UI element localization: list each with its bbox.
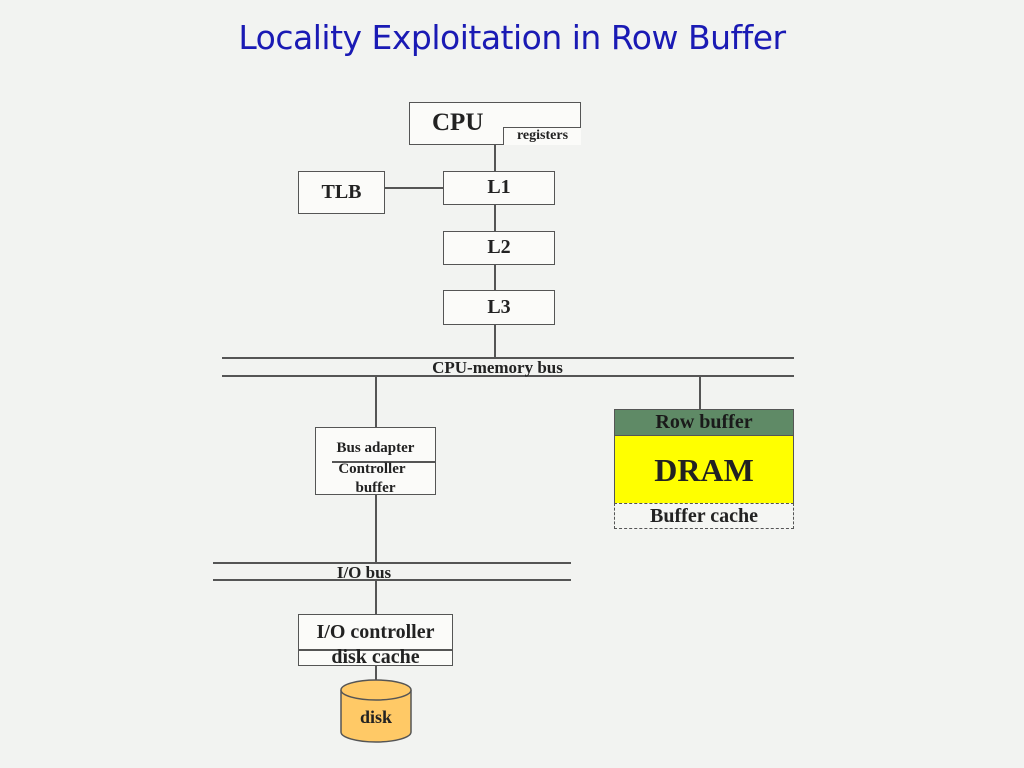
buffer-cache-box: Buffer cache	[614, 503, 794, 529]
l2-box: L2	[443, 231, 555, 265]
row-buffer-label: Row buffer	[655, 411, 753, 433]
cpu-label: CPU	[432, 109, 484, 136]
disk-connector	[375, 666, 377, 686]
row-buffer-box: Row buffer	[614, 409, 794, 436]
tlb-l1-connector	[385, 187, 443, 189]
io-controller-connector	[375, 580, 377, 614]
registers-box: registers	[503, 127, 581, 145]
bus-adapter-divider	[332, 461, 436, 463]
cpu-l1-connector	[494, 145, 496, 171]
dram-connector	[699, 376, 701, 410]
io-controller-label: I/O controller	[316, 621, 435, 643]
cpu-memory-bus-bottom-line	[222, 375, 794, 377]
l1-box: L1	[443, 171, 555, 205]
controller-label: Controller	[338, 461, 406, 477]
l1-label: L1	[487, 176, 511, 198]
bus-adapter-label: Bus adapter	[336, 440, 415, 456]
disk-icon	[340, 679, 412, 743]
buffer-label: buffer	[355, 480, 396, 496]
dram-label: DRAM	[654, 452, 754, 488]
disk-label: disk	[359, 707, 393, 727]
l3-bus-connector	[494, 325, 496, 358]
io-bus-top-line	[213, 562, 571, 564]
l1-l2-connector	[494, 205, 496, 231]
io-bus-label: I/O bus	[336, 563, 392, 582]
io-controller-box: I/O controller disk cache	[298, 614, 453, 668]
l2-label: L2	[487, 236, 511, 258]
bus-adapter-box: Bus adapter Controller buffer	[315, 427, 436, 496]
disk-cache-label: disk cache	[331, 646, 420, 668]
l3-label: L3	[487, 296, 511, 318]
io-bus-bottom-line	[213, 579, 571, 581]
l3-box: L3	[443, 290, 555, 325]
cpu-box: CPU registers	[409, 102, 581, 145]
io-controller-divider	[299, 649, 452, 651]
bus-adapter-connector	[375, 376, 377, 427]
io-bus-connector	[375, 495, 377, 563]
buffer-cache-label: Buffer cache	[650, 505, 758, 527]
cpu-memory-bus-label: CPU-memory bus	[432, 358, 563, 377]
cpu-memory-bus-top-line	[222, 357, 794, 359]
registers-label: registers	[516, 128, 569, 143]
l2-l3-connector	[494, 265, 496, 290]
dram-box: DRAM	[614, 435, 794, 504]
tlb-box: TLB	[298, 171, 385, 214]
tlb-label: TLB	[321, 181, 362, 203]
slide-title: Locality Exploitation in Row Buffer	[238, 18, 786, 57]
